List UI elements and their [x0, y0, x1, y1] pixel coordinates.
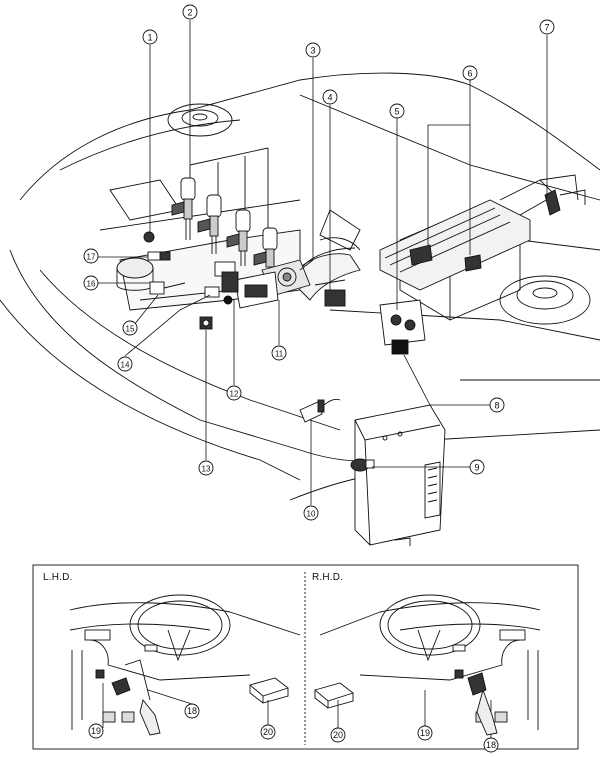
callout-17	[83, 248, 99, 264]
callout-10-label: 10	[307, 510, 316, 519]
fuel-injector-1	[171, 177, 196, 240]
air-cleaner	[379, 174, 579, 291]
fuel-injector-3	[226, 209, 251, 266]
callout-19-lhd-label: 19	[91, 726, 101, 736]
rhd-label: R.H.D.	[312, 572, 344, 583]
lhd-label: L.H.D.	[43, 572, 73, 583]
small-sensor-1	[143, 231, 155, 243]
callout-12-label: 12	[230, 390, 239, 399]
callout-9-label: 9	[474, 463, 479, 473]
relay-box	[409, 244, 482, 272]
pressure-regulator	[149, 281, 186, 295]
callout-8-label: 8	[494, 401, 499, 411]
rhd-control-unit	[314, 682, 354, 709]
callout-11-label: 11	[275, 350, 284, 359]
pcm-module	[354, 404, 446, 546]
callout-5-label: 5	[394, 107, 399, 117]
leader-lines	[98, 20, 548, 738]
callout-8	[489, 397, 505, 413]
rhd-dashboard	[319, 594, 541, 736]
callout-12	[226, 385, 242, 401]
callout-16	[83, 275, 99, 291]
callout-11	[271, 345, 287, 361]
callout-6-label: 6	[467, 69, 472, 79]
callout-15	[122, 320, 138, 336]
callout-14	[117, 356, 133, 372]
idle-air-control-valve	[234, 271, 279, 309]
callout-20-rhd-label: 20	[333, 730, 343, 740]
small-sensor-13	[199, 316, 213, 330]
callout-9	[469, 459, 485, 475]
callout-6	[462, 65, 478, 81]
solenoid-valve	[214, 261, 239, 305]
callout-20-lhd-label: 20	[263, 727, 273, 737]
callout-19-rhd-label: 19	[420, 728, 430, 738]
right-strut-tower	[499, 275, 591, 325]
inset-callouts	[88, 703, 499, 753]
lhd-dashboard	[69, 594, 301, 736]
callout-2	[182, 4, 198, 20]
callout-7-label: 7	[544, 23, 549, 33]
fuel-injector-2	[197, 194, 222, 254]
left-strut-tower	[167, 103, 233, 137]
purge-solenoid	[147, 251, 171, 261]
callout-18-lhd-label: 18	[187, 706, 197, 716]
intake-air-temp-sensor	[350, 458, 375, 472]
callout-1	[142, 29, 158, 45]
callout-13	[198, 460, 214, 476]
callout-4	[322, 89, 338, 105]
injector-leader-lines	[189, 147, 269, 228]
callout-15-label: 15	[126, 325, 135, 334]
knock-sensor	[299, 398, 341, 423]
oxygen-sensor-connector	[204, 286, 220, 298]
callout-markers	[83, 4, 555, 521]
callout-18-rhd-label: 18	[486, 740, 496, 750]
callout-10	[303, 505, 319, 521]
callout-13-label: 13	[202, 465, 211, 474]
intake-duct	[289, 209, 361, 301]
hood-latch-switch	[544, 189, 586, 216]
callout-16-label: 16	[87, 280, 96, 289]
callout-17-label: 17	[87, 253, 96, 262]
egr-valve	[379, 299, 426, 355]
callout-4-label: 4	[327, 93, 332, 103]
lhd-control-unit	[249, 677, 289, 704]
inset-panel	[32, 564, 579, 750]
callout-1-label: 1	[147, 33, 152, 43]
callout-5	[389, 103, 405, 119]
callout-7	[539, 19, 555, 35]
callout-3	[305, 42, 321, 58]
callout-3-label: 3	[310, 46, 315, 56]
callout-2-label: 2	[187, 8, 192, 18]
fuel-injector-4	[253, 227, 278, 268]
callout-14-label: 14	[121, 361, 130, 370]
